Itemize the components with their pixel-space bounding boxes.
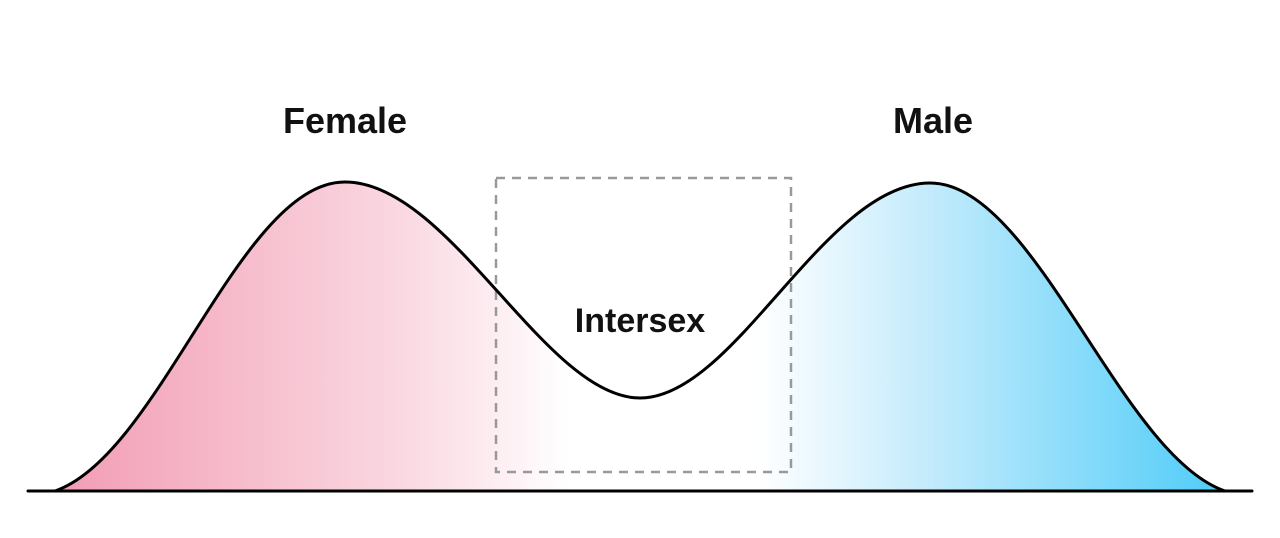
intersex-label: Intersex — [575, 302, 705, 340]
intersex-region-box — [494, 176, 793, 474]
distribution-area-fill — [55, 182, 1225, 491]
distribution-curve — [53, 180, 1227, 493]
male-label: Male — [893, 100, 973, 141]
female-label: Female — [283, 100, 407, 141]
